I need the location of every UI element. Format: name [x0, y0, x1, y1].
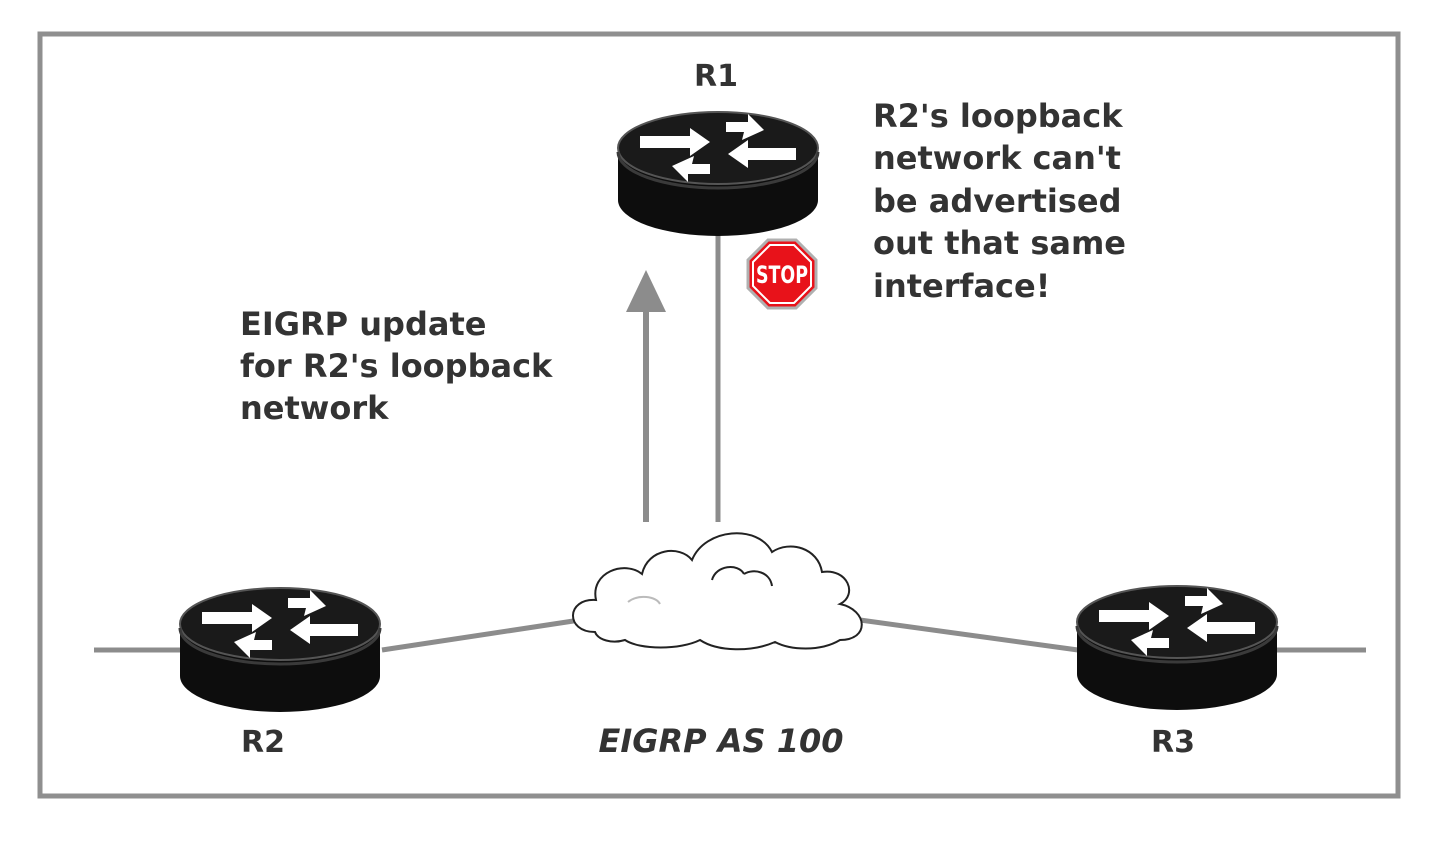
r3-cloud-link	[859, 617, 1079, 653]
update-note-line: network	[240, 389, 389, 427]
router-r3-label: R3	[1151, 725, 1195, 760]
stop-sign-icon: STOP	[746, 238, 818, 310]
split-horizon-note-line: out that same	[873, 224, 1126, 262]
split-horizon-note-line: be advertised	[873, 182, 1122, 220]
router-r2-label: R2	[241, 725, 285, 760]
eigrp-cloud	[572, 532, 863, 651]
update-note: EIGRP update for R2's loopback network	[240, 305, 553, 427]
update-arrow	[626, 270, 666, 522]
router-r1-label: R1	[694, 59, 738, 94]
eigrp-as-label: EIGRP AS 100	[598, 722, 843, 760]
split-horizon-note-line: R2's loopback	[873, 97, 1123, 135]
split-horizon-note-line: network can't	[873, 139, 1121, 177]
split-horizon-note: R2's loopback network can't be advertise…	[873, 97, 1126, 305]
stop-sign-text: STOP	[756, 261, 808, 289]
r2-cloud-link	[381, 617, 581, 653]
split-horizon-note-line: interface!	[873, 267, 1050, 305]
router-r1-icon	[616, 110, 820, 238]
update-note-line: EIGRP update	[240, 305, 486, 343]
router-r3-icon	[1075, 584, 1279, 712]
update-note-line: for R2's loopback	[240, 347, 553, 385]
links	[94, 232, 1366, 653]
router-r2-icon	[178, 586, 382, 714]
